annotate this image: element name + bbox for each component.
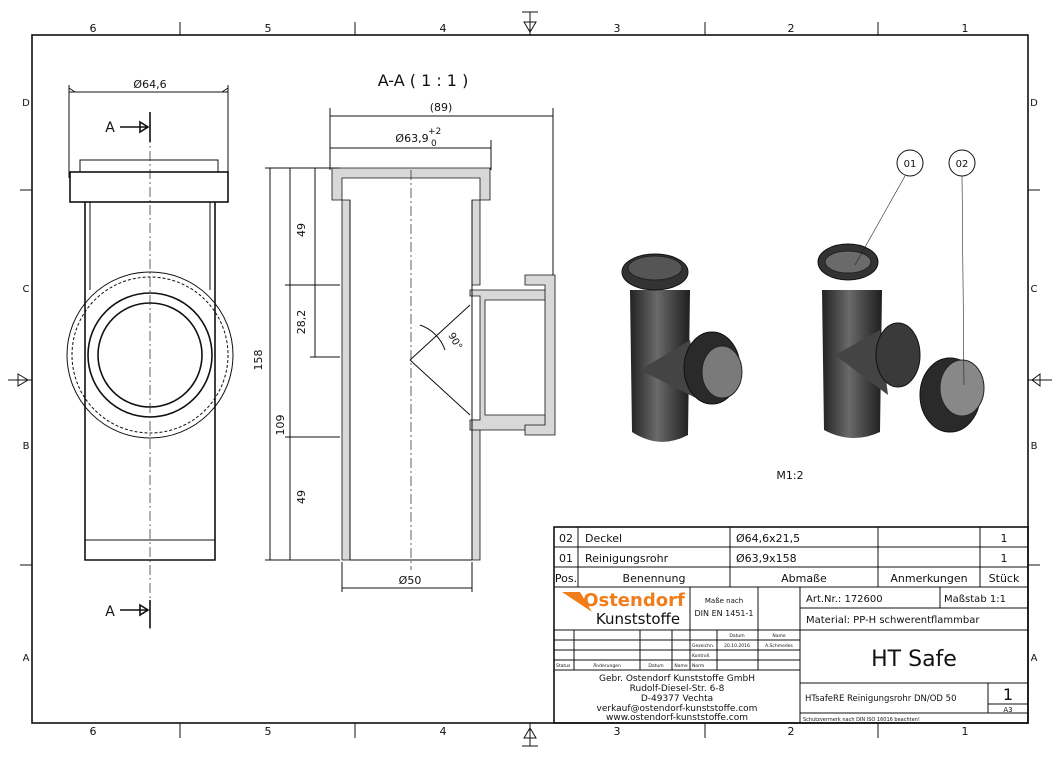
dim-angle: 90° [445,331,463,352]
standard-value: DIN EN 1451-1 [695,609,754,618]
dim-28-2: 28,2 [295,310,308,335]
zone-row: A [23,653,30,664]
svg-text:Ø64,6x21,5: Ø64,6x21,5 [736,532,800,545]
svg-text:Pos.: Pos. [555,572,577,585]
svg-text:Name: Name [674,663,688,669]
zone-col: 4 [440,22,447,35]
dim-49-bottom: 49 [295,490,308,504]
zone-col: 6 [90,725,97,738]
sheet-format: A3 [1003,706,1012,714]
dim-socket-dia: Ø63,9 [395,132,428,145]
svg-text:Rudolf-Diesel-Str. 6-8: Rudolf-Diesel-Str. 6-8 [630,684,725,694]
zone-col: 3 [614,725,621,738]
svg-text:Stück: Stück [989,572,1020,585]
svg-text:Gezeichn.: Gezeichn. [692,643,714,649]
zone-row: B [1031,441,1038,452]
section-title: A-A ( 1 : 1 ) [378,71,469,90]
parts-row-01: 01 Reinigungsrohr Ø63,9x158 1 [559,552,1008,565]
section-view: A-A ( 1 : 1 ) (89) Ø63,9 +2 0 90° 49 28,… [252,71,556,592]
svg-text:verkauf@ostendorf-kunststoffe.: verkauf@ostendorf-kunststoffe.com [597,704,758,714]
drawing-description: HTsafeRE Reinigungsrohr DN/OD 50 [805,694,957,704]
svg-text:Ø63,9x158: Ø63,9x158 [736,552,797,565]
zone-col: 2 [788,22,795,35]
svg-text:20.10.2016: 20.10.2016 [724,643,750,649]
svg-text:02: 02 [559,532,573,545]
svg-text:1: 1 [1001,552,1008,565]
dim-overall: (89) [430,101,453,114]
section-mark-bottom: A [105,604,115,620]
drawing-title: HT Safe [871,647,957,672]
svg-text:Status: Status [556,663,571,669]
balloon-02: 02 [956,159,969,170]
article-number: Art.Nr.: 172600 [806,594,883,605]
svg-text:Kunststoffe: Kunststoffe [596,610,680,628]
svg-text:1: 1 [1001,532,1008,545]
svg-text:Gebr. Ostendorf Kunststoffe Gm: Gebr. Ostendorf Kunststoffe GmbH [599,674,755,684]
zone-col: 1 [962,22,969,35]
svg-text:Ostendorf: Ostendorf [583,590,685,611]
dim-bottom-dia: Ø50 [399,574,422,587]
svg-text:www.ostendorf-kunststoffe.com: www.ostendorf-kunststoffe.com [606,713,748,723]
svg-text:Deckel: Deckel [585,532,622,545]
zone-col: 1 [962,725,969,738]
svg-text:Abmaße: Abmaße [781,572,827,585]
section-mark-top: A [105,120,115,136]
dim-49-top: 49 [295,223,308,237]
zone-col: 2 [788,725,795,738]
dim-109: 109 [274,415,287,436]
zone-row: C [1031,284,1038,295]
svg-text:Änderungen: Änderungen [593,662,621,669]
material: Material: PP-H schwerentflammbar [806,615,980,626]
svg-text:Datum: Datum [648,663,663,669]
svg-text:01: 01 [559,552,573,565]
zone-col: 4 [440,725,447,738]
company-address: Gebr. Ostendorf Kunststoffe GmbH Rudolf-… [597,674,758,723]
svg-text:Anmerkungen: Anmerkungen [890,572,967,585]
company-logo: Ostendorf Kunststoffe [562,590,685,628]
svg-text:Norm: Norm [692,663,704,669]
zone-col: 5 [265,22,272,35]
title-block: 02 Deckel Ø64,6x21,5 1 01 Reinigungsrohr… [553,526,1029,724]
standard-label: Maße nach [705,597,743,605]
iso-view: 01 02 M1:2 [621,149,985,482]
zone-col: 5 [265,725,272,738]
zone-row: C [23,284,30,295]
svg-text:Kontroll.: Kontroll. [692,653,711,659]
balloon-01: 01 [904,159,917,170]
scale: Maßstab 1:1 [944,594,1006,605]
svg-text:Benennung: Benennung [623,572,686,585]
parts-row-02: 02 Deckel Ø64,6x21,5 1 [559,532,1008,545]
protection-note: Schutzvermerk nach DIN ISO 16016 beachte… [803,717,920,723]
zone-row: D [22,98,30,109]
zone-row: B [23,441,30,452]
zone-col: 6 [90,22,97,35]
zone-markers: 6 5 4 3 2 1 6 5 4 3 2 1 D C B A D C B A [8,11,1052,747]
front-view: Ø64,6 A A [66,78,234,630]
svg-text:A.Schmedes: A.Schmedes [765,643,793,649]
svg-text:Datum: Datum [729,633,744,639]
revision-table: Datum Name Gezeichn. 20.10.2016 A.Schmed… [556,633,794,669]
zone-row: A [1031,653,1038,664]
dim-front-diameter: Ø64,6 [133,78,166,91]
tol-upper: +2 [428,127,441,137]
svg-text:Reinigungsrohr: Reinigungsrohr [585,552,669,565]
sheet-number: 1 [1003,685,1013,704]
dim-158: 158 [252,350,265,371]
tol-lower: 0 [431,139,437,149]
iso-scale: M1:2 [776,469,803,482]
svg-text:D-49377 Vechta: D-49377 Vechta [641,694,713,704]
parts-header: Pos. Benennung Abmaße Anmerkungen Stück [555,572,1020,585]
zone-row: D [1030,98,1038,109]
svg-text:Name: Name [772,633,786,639]
zone-col: 3 [614,22,621,35]
